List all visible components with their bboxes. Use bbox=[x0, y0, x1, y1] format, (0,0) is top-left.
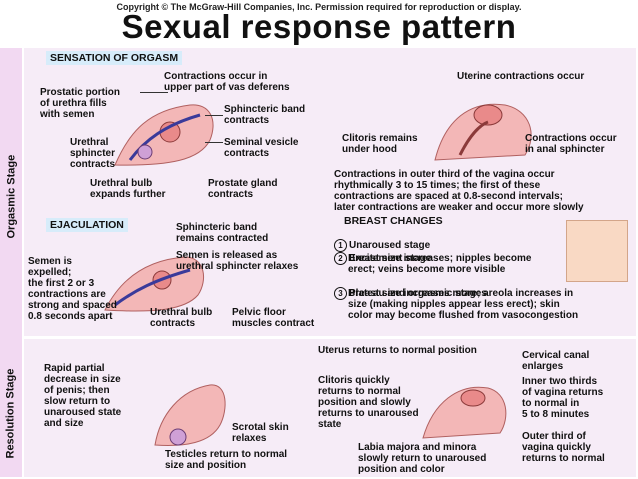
uterus-returns-label: Uterus returns to normal position bbox=[318, 345, 477, 356]
urethral-bulb-label: Urethral bulb expands further bbox=[90, 178, 166, 200]
clitoris-hood-label: Clitoris remains under hood bbox=[342, 133, 418, 155]
semen-released-label: Semen is released as urethral sphincter … bbox=[176, 250, 299, 272]
uterine-contractions-label: Uterine contractions occur bbox=[457, 71, 585, 82]
resolution-panel bbox=[24, 339, 636, 477]
copyright-notice: Copyright © The McGraw-Hill Companies, I… bbox=[116, 2, 522, 12]
sensation-of-orgasm-heading: SENSATION OF ORGASM bbox=[46, 51, 183, 65]
stage-number: 2 bbox=[334, 252, 347, 265]
urethral-bulb-contracts-label: Urethral bulb contracts bbox=[150, 307, 213, 329]
excitement-stage-label: Excitement stage bbox=[349, 253, 432, 264]
penis-size-label: Rapid partial decrease in size of penis;… bbox=[44, 363, 122, 429]
clitoris-returns-label: Clitoris quickly returns to normal posit… bbox=[318, 375, 419, 430]
breast-changes-heading: BREAST CHANGES bbox=[344, 215, 443, 227]
semen-expelled-label: Semen is expelled; the first 2 or 3 cont… bbox=[28, 256, 117, 322]
unaroused-stage-label: Unaroused stage bbox=[349, 240, 431, 251]
page-title: Sexual response pattern bbox=[121, 8, 517, 45]
female-resolution-illustration bbox=[422, 386, 507, 439]
orgasmic-stage-label: Orgasmic Stage bbox=[5, 154, 18, 239]
sphincteric-band-label: Sphincteric band contracts bbox=[224, 104, 306, 126]
male-resolution-illustration bbox=[154, 384, 226, 446]
breast-stages-illustration bbox=[566, 220, 628, 282]
sphincteric-band-contracted-label: Sphincteric band remains contracted bbox=[176, 222, 269, 244]
stage-number: 1 bbox=[334, 239, 347, 252]
leader-line bbox=[140, 92, 168, 93]
excitement-description: Breast size increases; nipples become er… bbox=[348, 253, 532, 275]
cervical-canal-label: Cervical canal enlarges bbox=[522, 350, 590, 372]
plateau-stage-label: Plateau and orgasmic stages bbox=[349, 288, 487, 299]
labia-label: Labia majora and minora slowly return to… bbox=[358, 442, 487, 475]
prostate-gland-label: Prostate gland contracts bbox=[208, 178, 278, 200]
male-orgasm-illustration bbox=[114, 104, 214, 166]
resolution-stage-label: Resolution Stage bbox=[4, 368, 17, 459]
anal-sphincter-label: Contractions occur in anal sphincter bbox=[525, 133, 617, 155]
testicles-label: Testicles return to normal size and posi… bbox=[165, 449, 288, 471]
stage-number: 3 bbox=[334, 287, 347, 300]
resolution-stage-band bbox=[0, 339, 22, 477]
prostatic-portion-label: Prostatic portion of urethra fills with … bbox=[40, 87, 121, 120]
seminal-vesicle-label: Seminal vesicle contracts bbox=[224, 137, 299, 159]
vaginal-contractions-label: Contractions in outer third of the vagin… bbox=[334, 169, 584, 213]
leader-line bbox=[205, 142, 223, 143]
ejaculation-heading: EJACULATION bbox=[46, 218, 128, 232]
inner-vagina-label: Inner two thirds of vagina returns to no… bbox=[522, 376, 604, 420]
ejaculation-illustration bbox=[104, 256, 205, 312]
pelvic-floor-label: Pelvic floor muscles contract bbox=[232, 307, 315, 329]
leader-line bbox=[205, 115, 223, 116]
vas-deferens-label: Contractions occur in upper part of vas … bbox=[164, 71, 290, 93]
orgasmic-stage-band bbox=[0, 48, 22, 339]
scrotal-skin-label: Scrotal skin relaxes bbox=[232, 422, 289, 444]
outer-vagina-label: Outer third of vagina quickly returns to… bbox=[522, 431, 605, 464]
plateau-description: Breast size increases more; areola incre… bbox=[348, 288, 579, 321]
urethral-sphincter-label: Urethral sphincter contracts bbox=[70, 137, 116, 170]
female-orgasm-illustration bbox=[434, 103, 532, 161]
